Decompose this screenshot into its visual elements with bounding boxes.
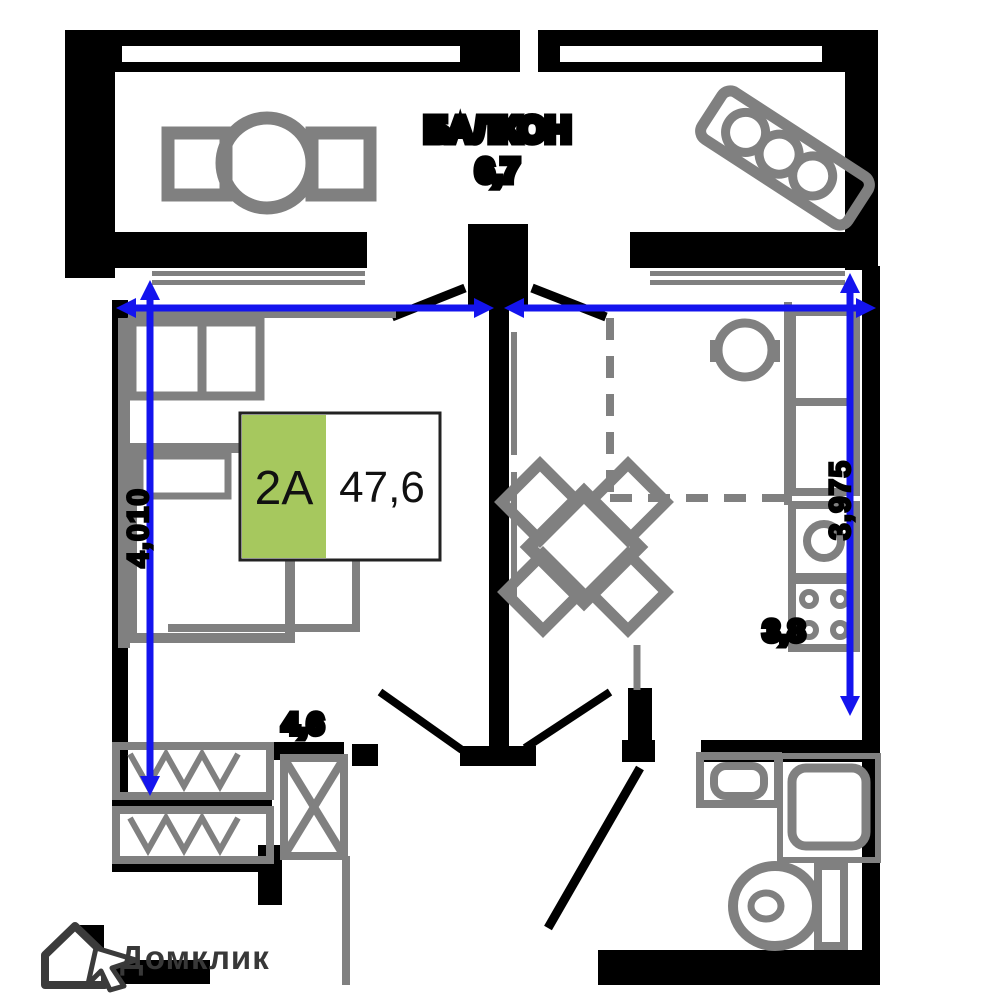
dining-table-icon bbox=[519, 482, 649, 612]
burner-icon bbox=[799, 620, 819, 640]
unit-badge: 2A 47,6 bbox=[238, 411, 442, 562]
dimension-label-right: 3,975 bbox=[824, 460, 857, 540]
sofa-outline bbox=[168, 560, 360, 632]
burner-icon bbox=[830, 589, 850, 609]
arrowhead-icon bbox=[474, 298, 494, 318]
hall-area-label: 4,6 bbox=[282, 708, 324, 741]
wall-right bbox=[862, 266, 880, 985]
wall-entry-stub bbox=[352, 744, 378, 766]
unit-area: 47,6 bbox=[339, 463, 425, 512]
wardrobe-icon bbox=[112, 806, 274, 864]
stove-icon bbox=[788, 576, 860, 652]
arrowhead-icon bbox=[116, 298, 136, 318]
wall-balcony-left bbox=[65, 30, 115, 278]
balcony-furniture bbox=[161, 85, 875, 231]
window-line bbox=[650, 280, 845, 285]
window-line bbox=[650, 271, 845, 276]
bathroom-door-gap bbox=[655, 740, 701, 762]
wall-balcony-divider-right bbox=[630, 232, 845, 268]
burner-icon bbox=[830, 620, 850, 640]
lounger-icon bbox=[695, 85, 875, 231]
right-area-label: 3,8 bbox=[763, 615, 805, 648]
arrowhead-icon bbox=[140, 280, 160, 300]
door-swing bbox=[522, 688, 613, 752]
closet-icon bbox=[788, 308, 860, 406]
stool-icon bbox=[713, 318, 777, 382]
wall-bathroom-stub bbox=[628, 688, 652, 742]
round-table-icon bbox=[215, 111, 319, 215]
lounger-cushion bbox=[788, 151, 838, 201]
burner-icon bbox=[799, 589, 819, 609]
toilet-tank bbox=[814, 862, 848, 950]
closet-icon bbox=[280, 754, 348, 860]
window-line bbox=[152, 280, 365, 285]
balcony-label: БАЛКОН bbox=[424, 109, 570, 150]
domclick-wordmark: Домклик bbox=[120, 939, 270, 976]
pillow-icon bbox=[136, 452, 232, 500]
wardrobe-front-line bbox=[128, 310, 396, 318]
dimension-lines: 4,010 3,975 bbox=[116, 273, 876, 796]
window-slit bbox=[560, 46, 822, 62]
bathroom-fixtures bbox=[633, 645, 881, 951]
arrowhead-icon bbox=[840, 696, 860, 716]
arrowhead-icon bbox=[140, 776, 160, 796]
stool-arm bbox=[770, 340, 780, 362]
door-swing bbox=[390, 283, 467, 322]
wall-middle-foot bbox=[460, 746, 536, 766]
wall-balcony-divider-left bbox=[115, 232, 367, 268]
window-line bbox=[152, 271, 365, 276]
lounger-frame bbox=[695, 85, 875, 231]
closet-icon bbox=[788, 398, 860, 496]
domclick-logo: Домклик bbox=[41, 922, 270, 993]
toilet-bowl bbox=[747, 889, 785, 923]
badge-green-half bbox=[242, 415, 326, 558]
dimension-label-left: 4,010 bbox=[122, 488, 155, 568]
arrowhead-icon bbox=[856, 298, 876, 318]
wall-middle bbox=[489, 300, 509, 752]
arrowhead-icon bbox=[840, 273, 860, 293]
wall-balcony-door-stub bbox=[468, 224, 528, 306]
right-room-furniture bbox=[494, 302, 860, 652]
wardrobe-icon bbox=[112, 742, 274, 800]
door-swing bbox=[544, 765, 644, 931]
door-swing bbox=[530, 283, 608, 322]
arrowhead-icon bbox=[504, 298, 524, 318]
sink-icon bbox=[803, 520, 845, 562]
cursor-icon bbox=[85, 945, 139, 993]
chair-icon bbox=[305, 126, 377, 202]
window-slit bbox=[122, 46, 460, 62]
washing-machine-door bbox=[710, 762, 768, 800]
stool-arm bbox=[710, 340, 720, 362]
bathtub-inner bbox=[787, 763, 871, 851]
wardrobe-icon bbox=[197, 317, 265, 401]
walls bbox=[65, 30, 880, 985]
dining-set bbox=[494, 456, 674, 638]
closet-cross bbox=[280, 755, 348, 859]
wall-balcony-right bbox=[845, 30, 878, 270]
unit-code: 2A bbox=[255, 462, 314, 515]
bathtub-icon bbox=[777, 753, 881, 863]
wall-bathroom-bottom bbox=[598, 950, 880, 985]
balcony-area-label: 6,7 bbox=[476, 152, 519, 189]
hanger-icon bbox=[127, 811, 241, 857]
door-swing bbox=[377, 688, 465, 754]
wardrobe-icon bbox=[127, 317, 207, 401]
toilet-icon bbox=[728, 861, 822, 951]
